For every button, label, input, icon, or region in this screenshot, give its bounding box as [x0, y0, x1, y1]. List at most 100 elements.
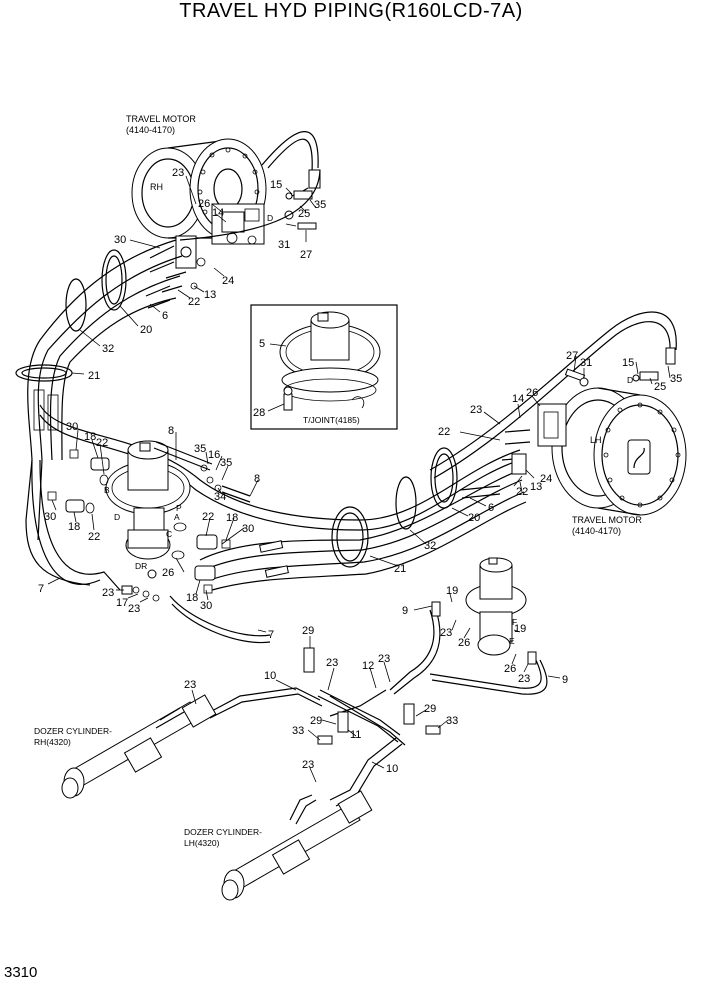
callout: 35 [194, 443, 206, 455]
callout: 33 [446, 715, 458, 727]
callout: 26 [504, 663, 516, 675]
dozer-cylinder-rh-icon [61, 694, 217, 799]
callout: 22 [516, 486, 528, 498]
callout: 23 [470, 404, 482, 416]
callout: 5 [259, 338, 265, 350]
callout: 35 [314, 199, 326, 211]
callout: 9 [562, 674, 568, 686]
callout: 29 [424, 703, 436, 715]
callout: 29 [302, 625, 314, 637]
callout: 35 [670, 373, 682, 385]
page-number: 3310 [4, 964, 38, 981]
callout: 23 [184, 679, 196, 691]
pipe-bundle-icon [25, 169, 321, 586]
callout: 24 [540, 473, 552, 485]
callout: 9 [402, 605, 408, 617]
callout: 13 [530, 481, 542, 493]
callout: 33 [292, 725, 304, 737]
callout: 21 [394, 563, 406, 575]
turning-joint-icon [279, 311, 381, 411]
callout: 23 [378, 653, 390, 665]
callout: 22 [96, 437, 108, 449]
callout: 22 [438, 426, 450, 438]
callout: 23 [326, 657, 338, 669]
callout: 29 [310, 715, 322, 727]
callout: 31 [580, 357, 592, 369]
callout: 23 [302, 759, 314, 771]
port-c: C [166, 529, 172, 539]
port-f: F [512, 617, 517, 627]
callout: 10 [386, 763, 398, 775]
dozer-rh-code: RH(4320) [34, 737, 71, 747]
callout: 27 [300, 249, 312, 261]
callout: 30 [242, 523, 254, 535]
callout: 23 [518, 673, 530, 685]
callout: 20 [468, 512, 480, 524]
pipe-bundle-mid-icon [39, 311, 677, 591]
port-e: E [509, 636, 515, 646]
rh-label: RH [150, 182, 163, 192]
callout: 18 [68, 521, 80, 533]
callout: 24 [222, 275, 234, 287]
port-a: A [174, 512, 180, 522]
clamp-band-icon [15, 249, 127, 382]
callout: 23 [440, 627, 452, 639]
callout: 30 [44, 511, 56, 523]
callout: 32 [102, 343, 114, 355]
callout: 6 [488, 502, 494, 514]
callout: 21 [88, 370, 100, 382]
callout: 11 [350, 729, 361, 741]
callout: 10 [264, 670, 276, 682]
callout: 25 [298, 208, 310, 220]
callout: 25 [654, 381, 666, 393]
callout: 6 [162, 310, 168, 322]
callout: 20 [140, 324, 152, 336]
page-title: TRAVEL HYD PIPING(R160LCD-7A) [179, 0, 523, 22]
callout: 30 [114, 234, 126, 246]
port-d-left: D [114, 512, 120, 522]
callout: 32 [424, 540, 436, 552]
port-p: P [176, 503, 182, 513]
callout: 23 [172, 167, 184, 179]
turning-joint-inset [250, 304, 398, 430]
travel-motor-lh-icon [537, 387, 687, 516]
callout: 17 [116, 597, 128, 609]
callout: 13 [204, 289, 216, 301]
callout: 12 [362, 660, 374, 672]
center-valve-icon [105, 440, 191, 579]
callout: 7 [38, 583, 44, 595]
travel-motor-lh-name: TRAVEL MOTOR [572, 515, 642, 525]
dozer-valve-icon [465, 557, 527, 656]
callout: 23 [128, 603, 140, 615]
callout: 18 [186, 592, 198, 604]
dozer-lh-name: DOZER CYLINDER- [184, 827, 262, 837]
callout: 35 [220, 457, 232, 469]
port-d-lh: D [627, 375, 633, 385]
tjoint-label: T/JOINT(4185) [303, 415, 360, 425]
callout: 16 [208, 449, 220, 461]
callout: 27 [566, 350, 578, 362]
port-dr: DR [135, 561, 147, 571]
callout: 31 [278, 239, 290, 251]
travel-motor-rh-icon [131, 138, 267, 245]
callout: 14 [212, 207, 224, 219]
callout: 26 [198, 198, 210, 210]
callout-numbers: 23 26 14 15 25 35 31 27 30 24 22 13 6 20… [38, 167, 682, 775]
callout: 8 [254, 473, 260, 485]
callout: 15 [270, 179, 282, 191]
callout: 14 [512, 393, 524, 405]
callout: 22 [202, 511, 214, 523]
callout: 18 [226, 512, 238, 524]
clamp-band-mid-icon [331, 447, 458, 568]
port-d-rh: D [267, 213, 273, 223]
callout: 30 [66, 421, 78, 433]
callout: 19 [514, 623, 526, 635]
dozer-rh-name: DOZER CYLINDER- [34, 726, 112, 736]
callout: 22 [188, 296, 200, 308]
dozer-lh-code: LH(4320) [184, 838, 220, 848]
dozer-cylinder-lh-icon [221, 790, 373, 901]
callout: 22 [88, 531, 100, 543]
callout: 23 [102, 587, 114, 599]
callout: 8 [168, 425, 174, 437]
